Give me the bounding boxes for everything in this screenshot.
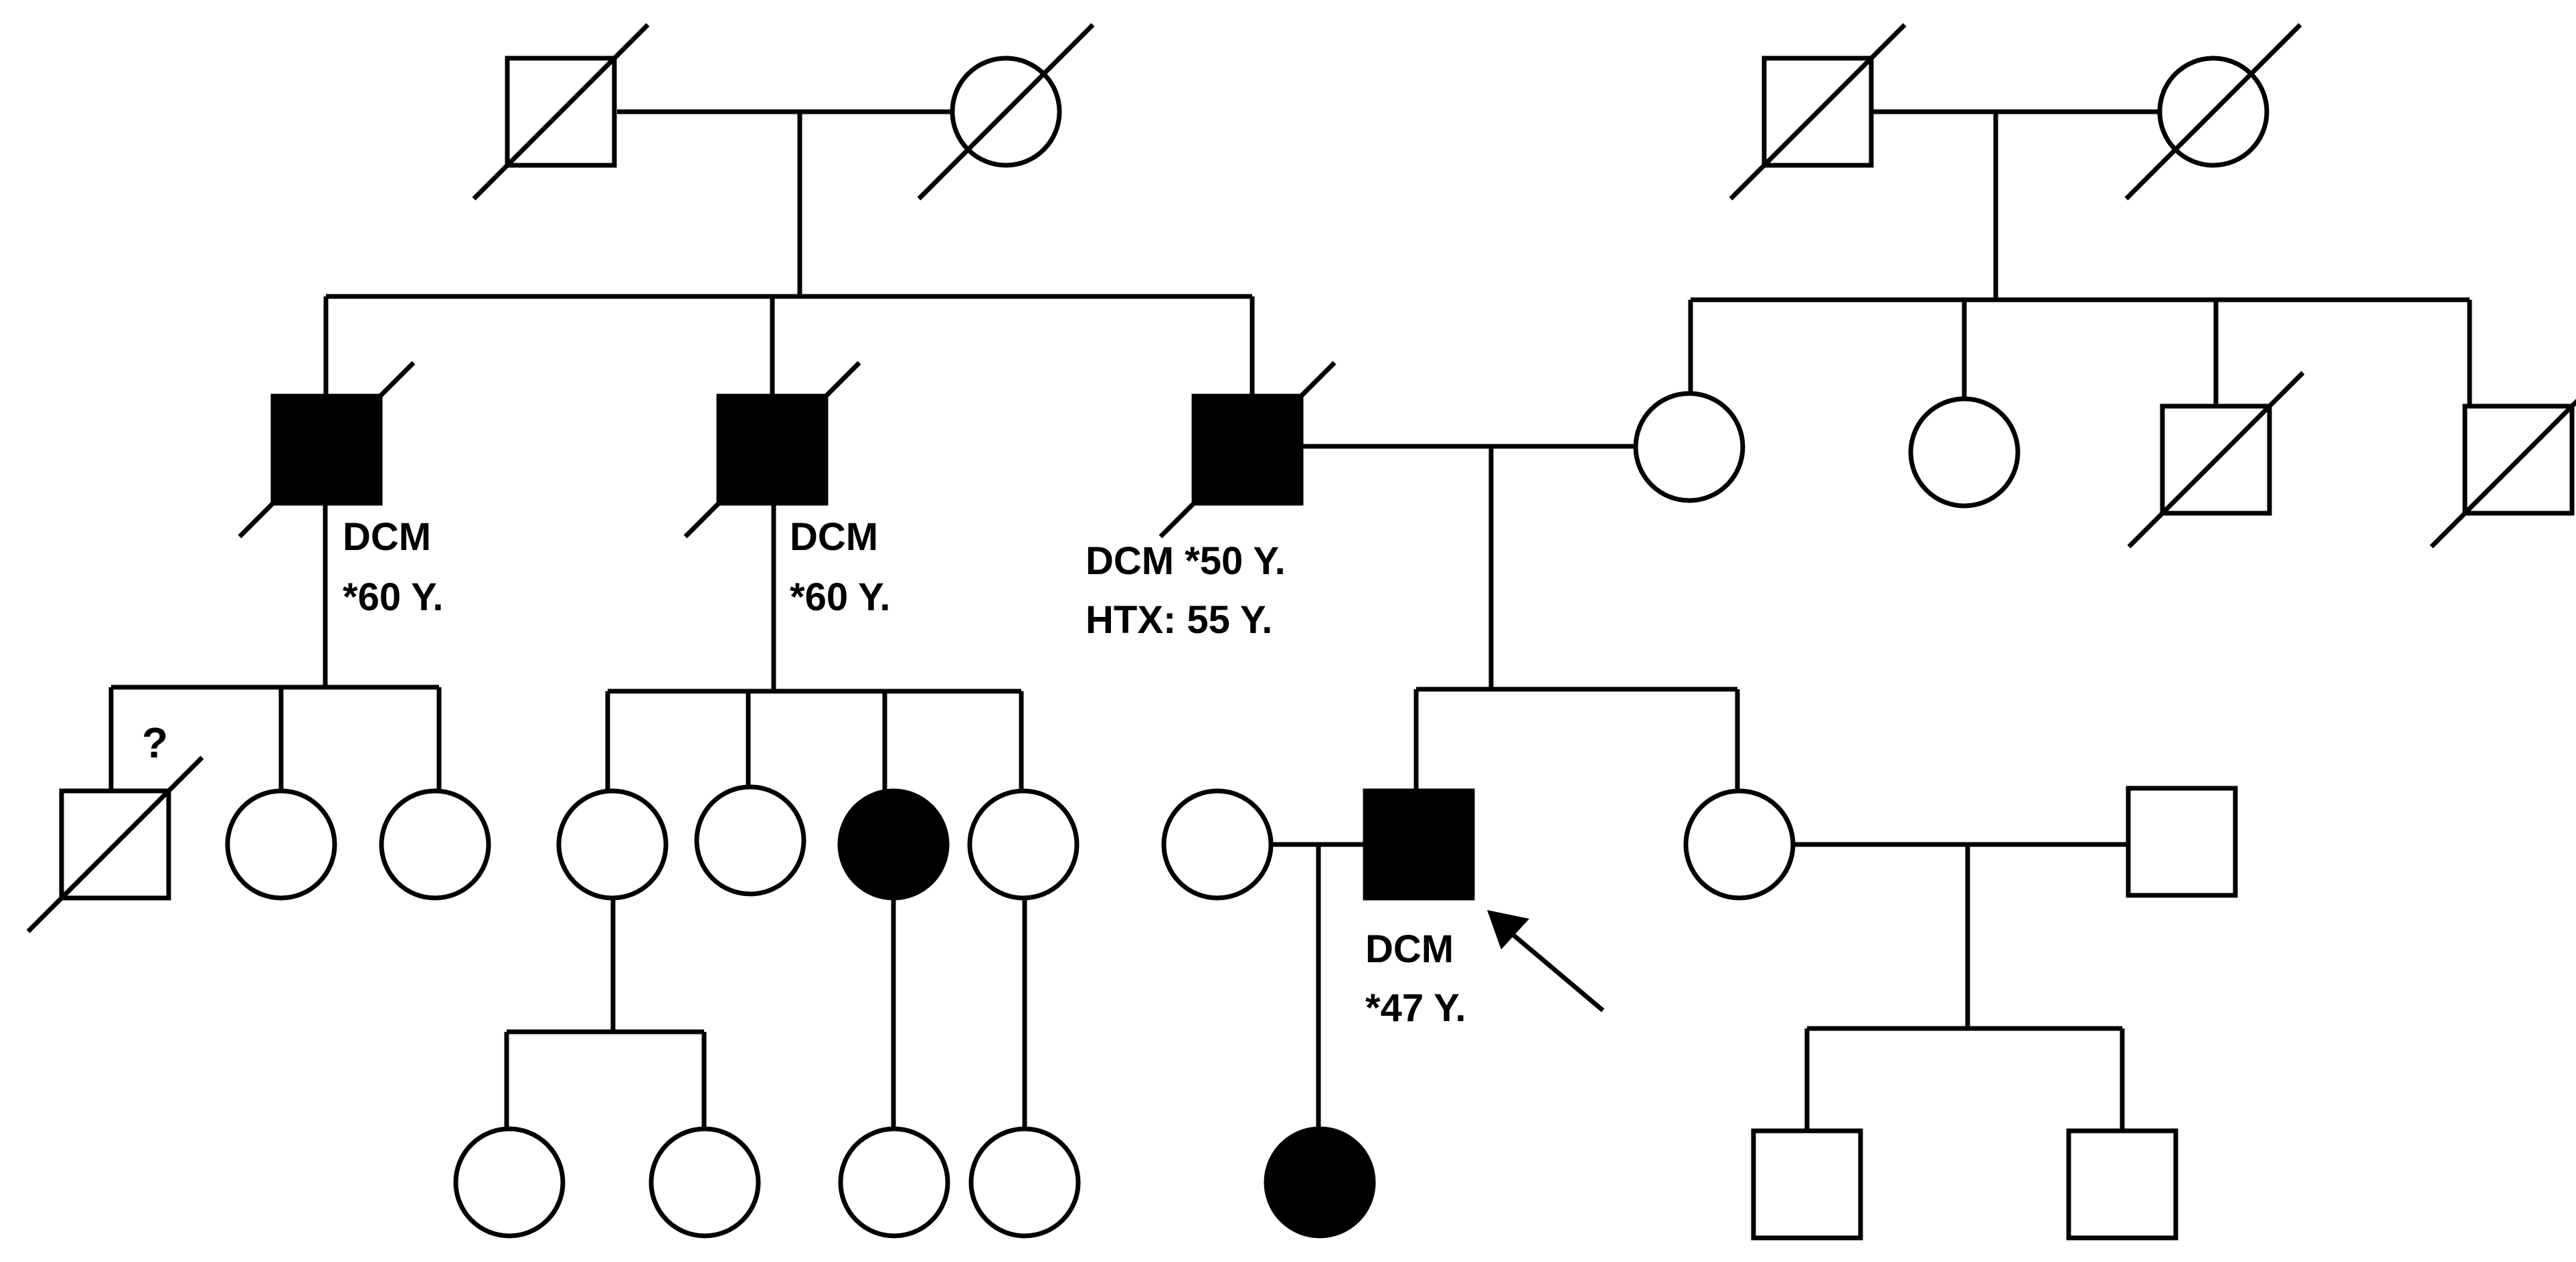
individual-g3-cousin7: [967, 788, 1080, 901]
unknown-status-mark: ?: [142, 719, 168, 767]
deceased-slash: [2429, 399, 2576, 549]
individual-g4-c4: [968, 1126, 1081, 1239]
female-circle: [1908, 396, 2021, 509]
label-father-line2: HTX: 55 Y.: [1086, 598, 1272, 642]
individual-g3-cousin2: [225, 788, 337, 901]
female-circle: [838, 1126, 950, 1239]
female-circle: [379, 788, 491, 901]
individual-g3-cousin3: [379, 788, 491, 901]
affected-female-circle: [1264, 1126, 1376, 1239]
label-proband-line2: *47 Y.: [1365, 986, 1466, 1030]
individual-g1-mgf: [1729, 23, 1907, 201]
deceased-slash: [683, 361, 861, 539]
female-circle: [1161, 788, 1274, 901]
female-circle: [1683, 788, 1796, 901]
female-circle: [968, 1126, 1081, 1239]
individual-g3-proband: [1363, 788, 1475, 901]
individual-g4-daughter: [1264, 1126, 1376, 1239]
individual-g3-cousin4: [556, 788, 669, 901]
individual-g2-uncle2: [683, 361, 861, 539]
individual-g2-father: [1158, 361, 1337, 539]
deceased-slash: [917, 23, 1095, 201]
pedigree-labels: DCM *60 Y. DCM *60 Y. DCM *50 Y. HTX: 55…: [142, 515, 1466, 1030]
female-circle: [1633, 391, 1745, 503]
female-circle: [556, 788, 669, 901]
deceased-slash: [238, 361, 416, 539]
pedigree-individuals: [26, 23, 2576, 1241]
affected-male-square: [1363, 788, 1475, 901]
proband-arrow: [1487, 910, 1605, 1012]
individual-g3-sister: [1683, 788, 1796, 901]
individual-g4-c3: [838, 1126, 950, 1239]
female-circle: [694, 784, 806, 897]
deceased-slash: [472, 23, 650, 201]
label-proband-line1: DCM: [1365, 927, 1454, 971]
deceased-slash: [1729, 23, 1907, 201]
label-uncle1-line2: *60 Y.: [343, 575, 444, 619]
deceased-slash: [1158, 361, 1337, 539]
individual-g2-uncle1: [238, 361, 416, 539]
female-circle: [649, 1126, 761, 1239]
individual-g4-c1: [453, 1126, 566, 1239]
pedigree-lines: [108, 109, 2472, 1131]
label-uncle1-line1: DCM: [343, 515, 431, 559]
individual-g2-uncle4: [2429, 399, 2576, 549]
deceased-slash: [2124, 23, 2302, 201]
label-uncle2-line2: *60 Y.: [790, 575, 891, 619]
individual-g1-pgf: [472, 23, 650, 201]
individual-g1-mgm: [2124, 23, 2302, 201]
individual-g4-nephew1: [1751, 1128, 1863, 1241]
individual-g3-cousin5: [694, 784, 806, 897]
individual-g3-brotherinlaw: [2126, 786, 2238, 898]
individual-g4-c2: [649, 1126, 761, 1239]
male-square: [1751, 1128, 1863, 1241]
male-square: [2126, 786, 2238, 898]
affected-female-circle: [837, 788, 950, 901]
male-square: [2066, 1128, 2178, 1241]
individual-g3-cousin6: [837, 788, 950, 901]
individual-g2-mother: [1633, 391, 1745, 503]
deceased-slash: [2127, 371, 2305, 549]
individual-g4-nephew2: [2066, 1128, 2178, 1241]
individual-g2-uncle3: [2127, 371, 2305, 549]
female-circle: [225, 788, 337, 901]
deceased-slash: [26, 755, 204, 933]
label-father-line1: DCM *50 Y.: [1086, 539, 1286, 583]
individual-g1-pgm: [917, 23, 1095, 201]
label-uncle2-line1: DCM: [790, 515, 878, 559]
individual-g2-aunt1: [1908, 396, 2021, 509]
individual-g3-cousin1: [26, 755, 204, 933]
female-circle: [453, 1126, 566, 1239]
individual-g3-wife: [1161, 788, 1274, 901]
female-circle: [967, 788, 1080, 901]
